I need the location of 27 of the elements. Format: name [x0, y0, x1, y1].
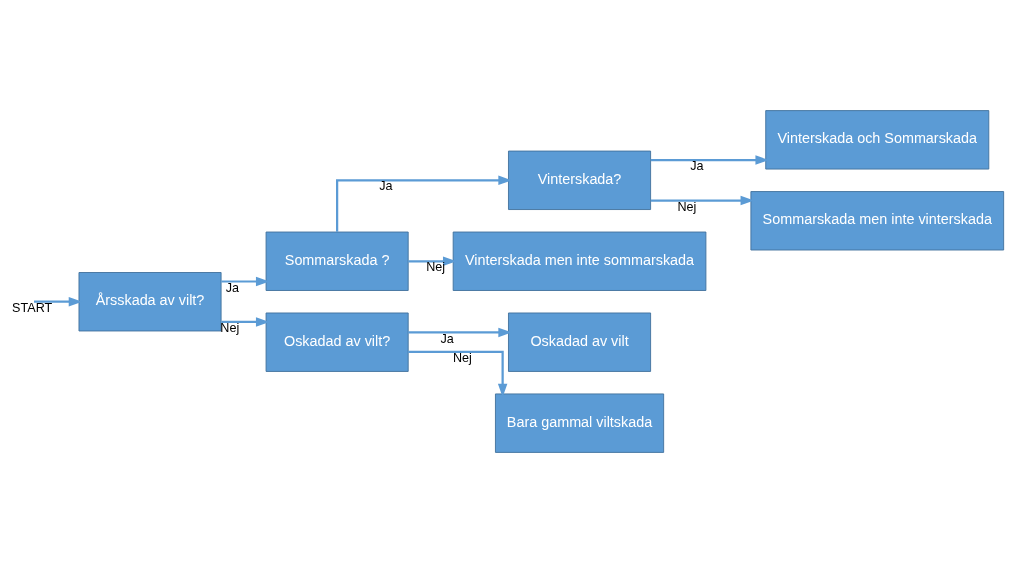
- edge-label: Ja: [690, 159, 704, 174]
- node-box: Sommarskada ?: [265, 231, 409, 291]
- node-box: Vinterskada och Sommarskada: [765, 110, 990, 170]
- edge-label: Nej: [453, 351, 472, 366]
- node-box: Sommarskada men inte vinterskada: [750, 191, 1005, 251]
- arrow: [408, 350, 508, 398]
- edge-label: Nej: [426, 260, 446, 275]
- node-box: Vinterskada men inte sommarskada: [452, 231, 707, 291]
- arrow: [650, 195, 755, 206]
- node-box: Årsskada av vilt?: [78, 272, 222, 332]
- arrow: [221, 276, 270, 287]
- edge-label: Ja: [379, 179, 393, 194]
- arrow: [336, 175, 512, 232]
- arrow: [408, 256, 457, 266]
- node-box: Oskadad av vilt?: [265, 312, 409, 372]
- edge-label: Nej: [220, 321, 240, 336]
- edge-label: Ja: [440, 331, 454, 346]
- arrow: [221, 317, 270, 327]
- edge-label: START: [12, 300, 53, 315]
- edge-label: Ja: [225, 280, 240, 295]
- arrow: [34, 297, 83, 307]
- arrow: [650, 155, 769, 165]
- node-box: Bara gammal viltskada: [495, 393, 665, 453]
- arrow: [408, 327, 512, 338]
- node-box: Oskadad av vilt: [508, 312, 652, 372]
- edge-label: Nej: [677, 199, 697, 214]
- node-box: Vinterskada?: [508, 150, 652, 210]
